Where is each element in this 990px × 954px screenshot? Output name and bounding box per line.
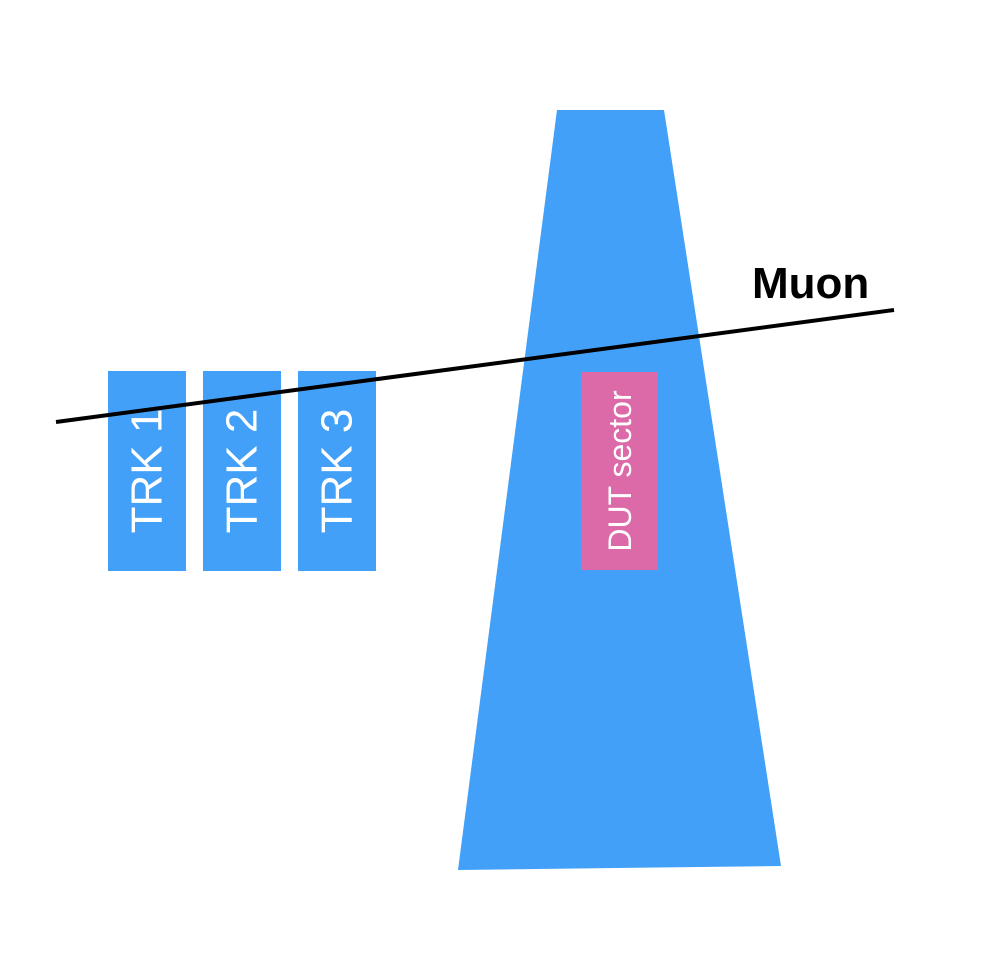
tracker-plane-1-label: TRK 1 — [123, 409, 172, 534]
dut-sector-box — [581, 372, 658, 570]
muon-track-line — [55, 308, 895, 424]
dut-sector-label: DUT sector — [602, 390, 638, 552]
tracker-plane-2: TRK 2 — [203, 371, 281, 571]
tracker-plane-3-box — [298, 371, 376, 571]
dut-sector: DUT sector — [581, 372, 658, 570]
tracker-plane-3: TRK 3 — [298, 371, 376, 571]
tracker-plane-2-label: TRK 2 — [218, 409, 267, 534]
tracker-plane-1-box — [108, 371, 186, 571]
tracker-plane-2-box — [203, 371, 281, 571]
muon-label: Muon — [752, 259, 869, 308]
tracker-plane-3-label: TRK 3 — [313, 409, 362, 534]
tracker-plane-1: TRK 1 — [108, 371, 186, 571]
